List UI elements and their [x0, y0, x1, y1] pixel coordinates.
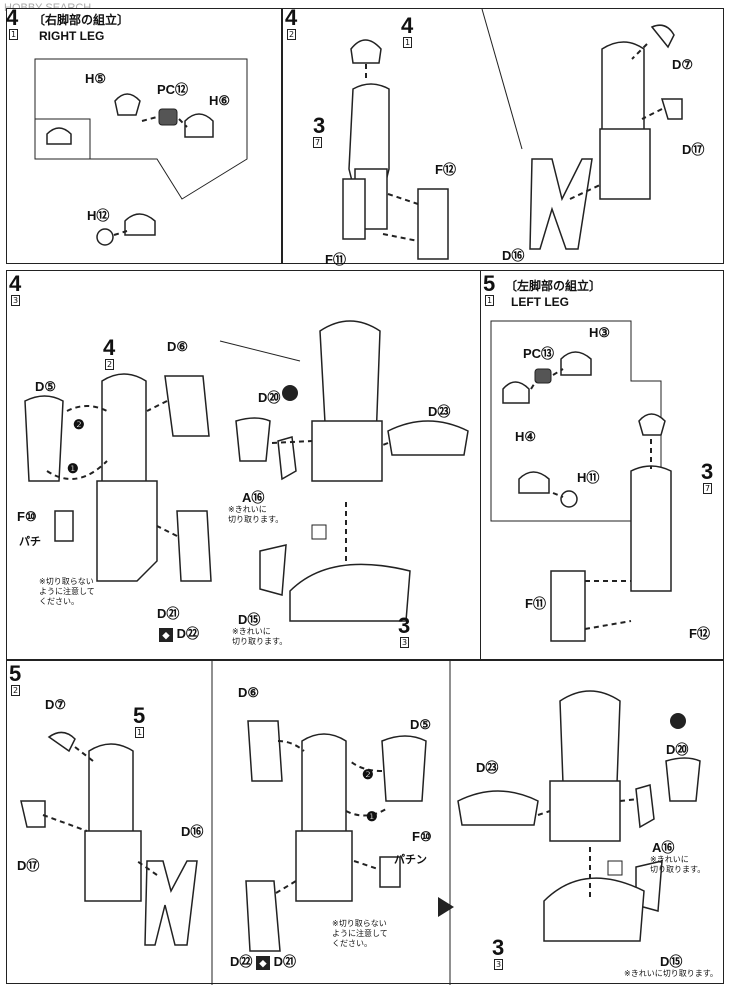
- section-title-jp: 〔左脚部の組立〕: [505, 279, 602, 293]
- part-label: H⑫: [87, 208, 110, 223]
- sub-step: 1: [485, 295, 495, 306]
- part-label: H⑪: [577, 470, 600, 485]
- ref-step: 3: [398, 613, 411, 638]
- leg-armor-drawing: [24, 373, 212, 582]
- step-number: 4: [285, 5, 298, 30]
- ref-step: 3: [313, 113, 326, 138]
- ref-sub: 3: [400, 637, 410, 648]
- part-label: PC⑫: [157, 82, 189, 97]
- part-label: D㉓: [428, 404, 451, 419]
- detail-callout: [34, 58, 248, 246]
- part-label: D㉒: [176, 626, 200, 641]
- leg-parts-drawing: [481, 8, 683, 250]
- part-label: H⑥: [209, 93, 231, 108]
- cut-note: ※きれいに 切り取ります。: [650, 855, 706, 874]
- thigh-armor-drawing: [219, 320, 469, 622]
- panel-step-4-2-cont: D⑦ D⑰ D⑯: [481, 8, 724, 264]
- left-thigh-armor-drawing: [438, 661, 701, 985]
- sub-step: 2: [11, 685, 21, 696]
- ref-sub: 1: [135, 727, 145, 738]
- part-label: H③: [589, 325, 611, 340]
- caution-note: ※切り取らない ように注意して ください。: [39, 577, 95, 606]
- panel-step-4-2: 4 2 4 1 3 7 F⑫ F⑪: [282, 5, 482, 267]
- leg-assembly-drawing: [342, 39, 449, 260]
- left-leg-parts-drawing: [20, 731, 198, 946]
- part-label: A⑯: [242, 490, 265, 505]
- part-label: F⑩: [412, 829, 432, 844]
- panel-right-leg-step-4-1: 4 1 〔右脚部の組立〕 RIGHT LEG H⑤ PC⑫ H⑥ H⑫: [6, 5, 282, 264]
- mirror-icon: ◆: [159, 628, 173, 642]
- section-title-jp: 〔右脚部の組立〕: [33, 13, 130, 27]
- panel-step-5-2-thigh: D㉓ D⑳ A⑯ ※きれいに 切り取ります。 3 3 D⑮ ※きれいに切り取りま…: [438, 660, 724, 985]
- sub-step: 3: [11, 295, 21, 306]
- ref-sub: 2: [105, 359, 115, 370]
- part-label: F⑪: [525, 596, 546, 611]
- part-label: D⑦: [45, 697, 67, 712]
- part-label: D⑳: [666, 742, 689, 757]
- part-label: D⑳: [258, 390, 281, 405]
- ref-step: 5: [133, 703, 146, 728]
- panel-step-4-3: 4 3 4 2 ❷ ❶ D⑥ D⑤ F⑩ パチ ※切り取らない ように注意して …: [6, 270, 220, 660]
- part-label: D㉑: [157, 606, 180, 621]
- part-label: D⑮: [238, 612, 261, 627]
- ref-sub: 1: [403, 37, 413, 48]
- part-label-pair: ◆ D㉒: [159, 623, 199, 642]
- section-title-en: LEFT LEG: [511, 295, 569, 309]
- step-number: 5: [9, 661, 22, 686]
- cut-note: ※きれいに 切り取ります。: [228, 505, 284, 524]
- step-number: 5: [483, 271, 496, 296]
- click-sound: パチ: [19, 536, 41, 548]
- part-label: F⑩: [17, 509, 37, 524]
- step-arrow-1: ❶: [67, 461, 79, 476]
- mirror-icon: ◆: [256, 956, 271, 970]
- ref-sub: 3: [494, 959, 504, 970]
- part-label: D⑦: [672, 57, 694, 72]
- step-arrow-1: ❶: [366, 809, 378, 824]
- ref-sub: 7: [703, 483, 713, 494]
- part-label: D⑤: [410, 717, 432, 732]
- part-label: D⑯: [181, 824, 204, 839]
- part-label: D⑤: [35, 379, 57, 394]
- part-label: H⑤: [85, 71, 107, 86]
- ref-sub: 7: [313, 137, 323, 148]
- cut-note: ※きれいに切り取ります。: [624, 969, 718, 978]
- panel-step-5-2-armor: ❷ ❶ D⑥ D⑤ F⑩ パチン ※切り取らない ように注意して ください。 D…: [211, 660, 450, 985]
- sub-step: 1: [9, 29, 19, 40]
- part-label: F⑫: [435, 162, 456, 177]
- ref-step: 4: [401, 13, 414, 38]
- part-label: D㉒: [230, 954, 253, 969]
- part-label: D㉑: [273, 954, 297, 969]
- part-label: F⑪: [325, 252, 346, 267]
- sub-step: 2: [287, 29, 297, 40]
- part-label: D⑯: [502, 248, 525, 263]
- step-arrow-2: ❷: [362, 767, 374, 782]
- cut-note: ※きれいに 切り取ります。: [232, 627, 288, 646]
- ref-step: 4: [103, 335, 116, 360]
- ref-step: 3: [492, 935, 505, 960]
- part-label: D⑮: [660, 954, 683, 969]
- part-label-pair: D㉒ ◆ D㉑: [230, 951, 296, 970]
- part-label: A⑯: [652, 840, 675, 855]
- panel-left-leg-step-5-1: 5 1 〔左脚部の組立〕 LEFT LEG H③ PC⑬ H④ H⑪ 3 7 F…: [480, 270, 724, 660]
- left-leg-armor-drawing: [211, 661, 427, 985]
- step-number: 4: [6, 5, 19, 30]
- part-label: F⑫: [689, 626, 710, 641]
- panel-step-5-2: 5 2 5 1 D⑦ D⑰ D⑯: [6, 660, 212, 984]
- part-label: D㉓: [476, 760, 499, 775]
- panel-step-4-3-cont: D⑳ D㉓ A⑯ ※きれいに 切り取ります。 D⑮ ※きれいに 切り取ります。 …: [219, 270, 480, 660]
- part-label: D⑥: [167, 339, 189, 354]
- step-arrow-2: ❷: [73, 417, 85, 432]
- part-label: D⑰: [682, 142, 705, 157]
- ref-step: 3: [701, 459, 714, 484]
- step-number: 4: [9, 271, 22, 296]
- part-label: H④: [515, 429, 537, 444]
- caution-note: ※切り取らない ように注意して ください。: [332, 919, 388, 948]
- part-label: D⑰: [17, 858, 40, 873]
- left-leg-drawing: [490, 320, 672, 642]
- click-sound: パチン: [394, 854, 427, 866]
- part-label: PC⑬: [523, 346, 555, 361]
- part-label: D⑥: [238, 685, 260, 700]
- section-title-en: RIGHT LEG: [39, 29, 105, 43]
